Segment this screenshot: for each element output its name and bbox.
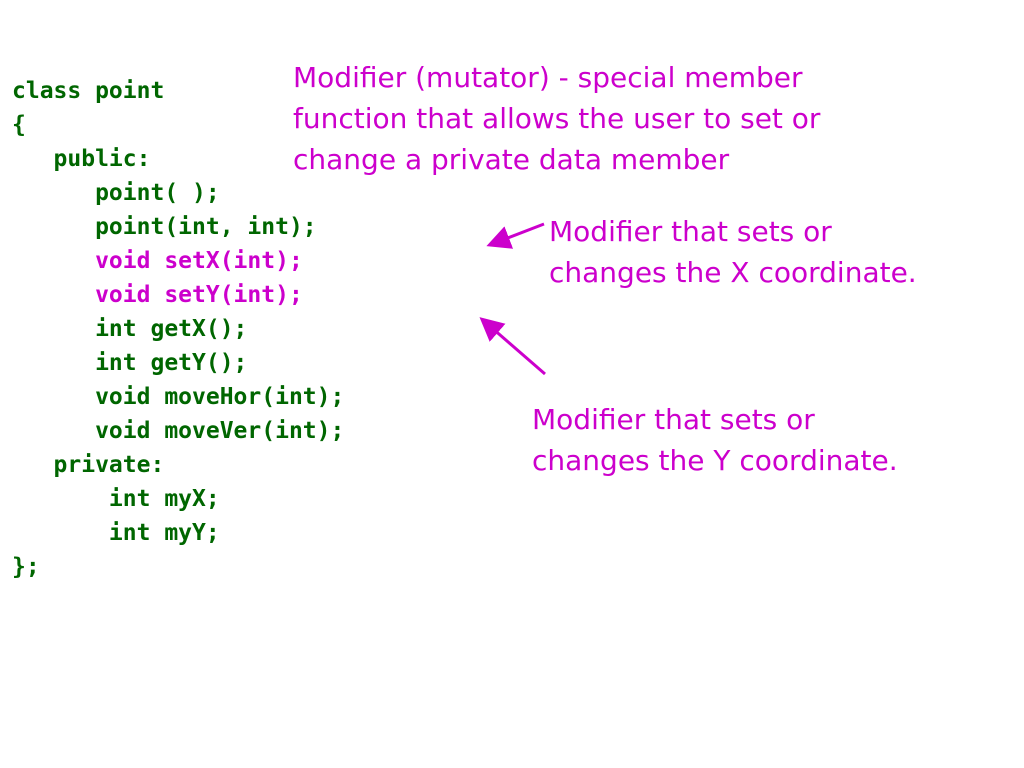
setx-annotation-line-1: Modifier that sets or	[549, 215, 832, 248]
code-line: void setY(int);	[12, 282, 303, 308]
code-line: point(int, int);	[12, 214, 317, 240]
setx-pointer-arrow	[486, 222, 545, 249]
definition-line-3: change a private data member	[293, 143, 730, 176]
code-line: int myY;	[12, 520, 220, 546]
definition-line-1: Modifier (mutator) - special member	[293, 61, 803, 94]
setx-annotation: Modifier that sets or changes the X coor…	[549, 211, 917, 293]
code-line: int myX;	[12, 486, 220, 512]
sety-annotation-line-2: changes the Y coordinate.	[532, 444, 898, 477]
code-line: public:	[12, 146, 151, 172]
definition-line-2: function that allows the user to set or	[293, 102, 821, 135]
code-line: int getX();	[12, 316, 248, 342]
class-code-block: class point { public: point( ); point(int…	[12, 74, 344, 584]
setx-annotation-line-2: changes the X coordinate.	[549, 256, 917, 289]
sety-annotation: Modifier that sets or changes the Y coor…	[532, 399, 898, 481]
sety-annotation-line-1: Modifier that sets or	[532, 403, 815, 436]
code-line: void moveHor(int);	[12, 384, 345, 410]
code-line: void setX(int);	[12, 248, 303, 274]
modifier-definition-text: Modifier (mutator) - special member func…	[293, 57, 820, 180]
code-line: private:	[12, 452, 165, 478]
code-line: };	[12, 554, 40, 580]
code-line: {	[12, 112, 26, 138]
code-line: class point	[12, 78, 165, 104]
code-line: void moveVer(int);	[12, 418, 345, 444]
sety-pointer-arrow	[479, 317, 546, 376]
code-line: point( );	[12, 180, 220, 206]
code-line: int getY();	[12, 350, 248, 376]
